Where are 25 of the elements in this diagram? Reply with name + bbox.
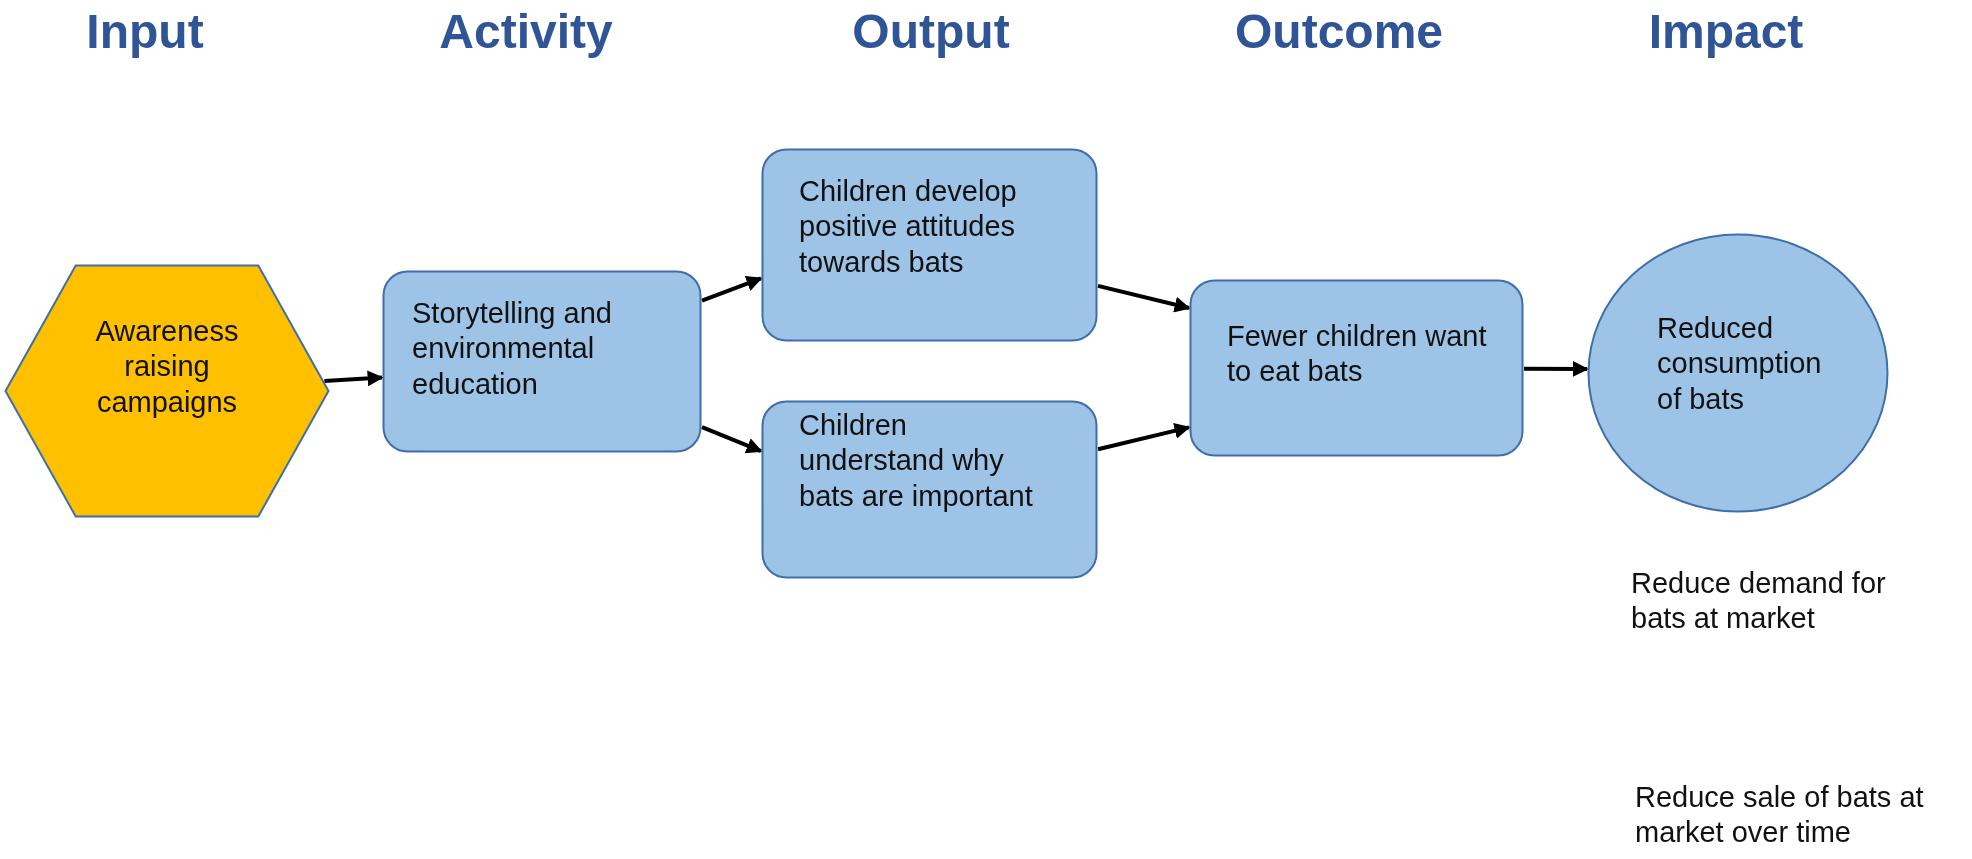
process-box bbox=[1189, 279, 1524, 457]
node-text: Awareness raising campaigns bbox=[94, 314, 240, 420]
process-box bbox=[382, 270, 702, 453]
process-box bbox=[761, 148, 1098, 342]
node-text: Storytelling and environmental education bbox=[412, 296, 613, 402]
column-heading: Outcome bbox=[1235, 4, 1443, 59]
note-text: Reduce sale of bats at market over time bbox=[1635, 780, 1925, 851]
node-text: Fewer children want to eat bats bbox=[1227, 319, 1487, 390]
column-heading: Input bbox=[86, 4, 204, 59]
hexagon-node bbox=[4, 264, 330, 518]
arrow bbox=[324, 370, 384, 387]
arrow bbox=[1524, 360, 1589, 377]
column-heading: Output bbox=[852, 4, 1010, 59]
column-heading: Activity bbox=[439, 4, 613, 59]
note-text: Reduce demand for bats at market bbox=[1631, 566, 1887, 637]
node-text: Reduced consumption of bats bbox=[1657, 311, 1823, 417]
arrow bbox=[1097, 422, 1191, 452]
process-box bbox=[761, 400, 1098, 579]
ellipse-node bbox=[1587, 233, 1889, 513]
node-text: Children understand why bats are important bbox=[799, 408, 1034, 514]
node-text: Children develop positive attitudes towards bats bbox=[799, 174, 1018, 280]
arrow bbox=[1097, 283, 1191, 313]
arrow bbox=[701, 425, 763, 454]
arrow bbox=[701, 275, 763, 303]
column-heading: Impact bbox=[1648, 4, 1804, 59]
